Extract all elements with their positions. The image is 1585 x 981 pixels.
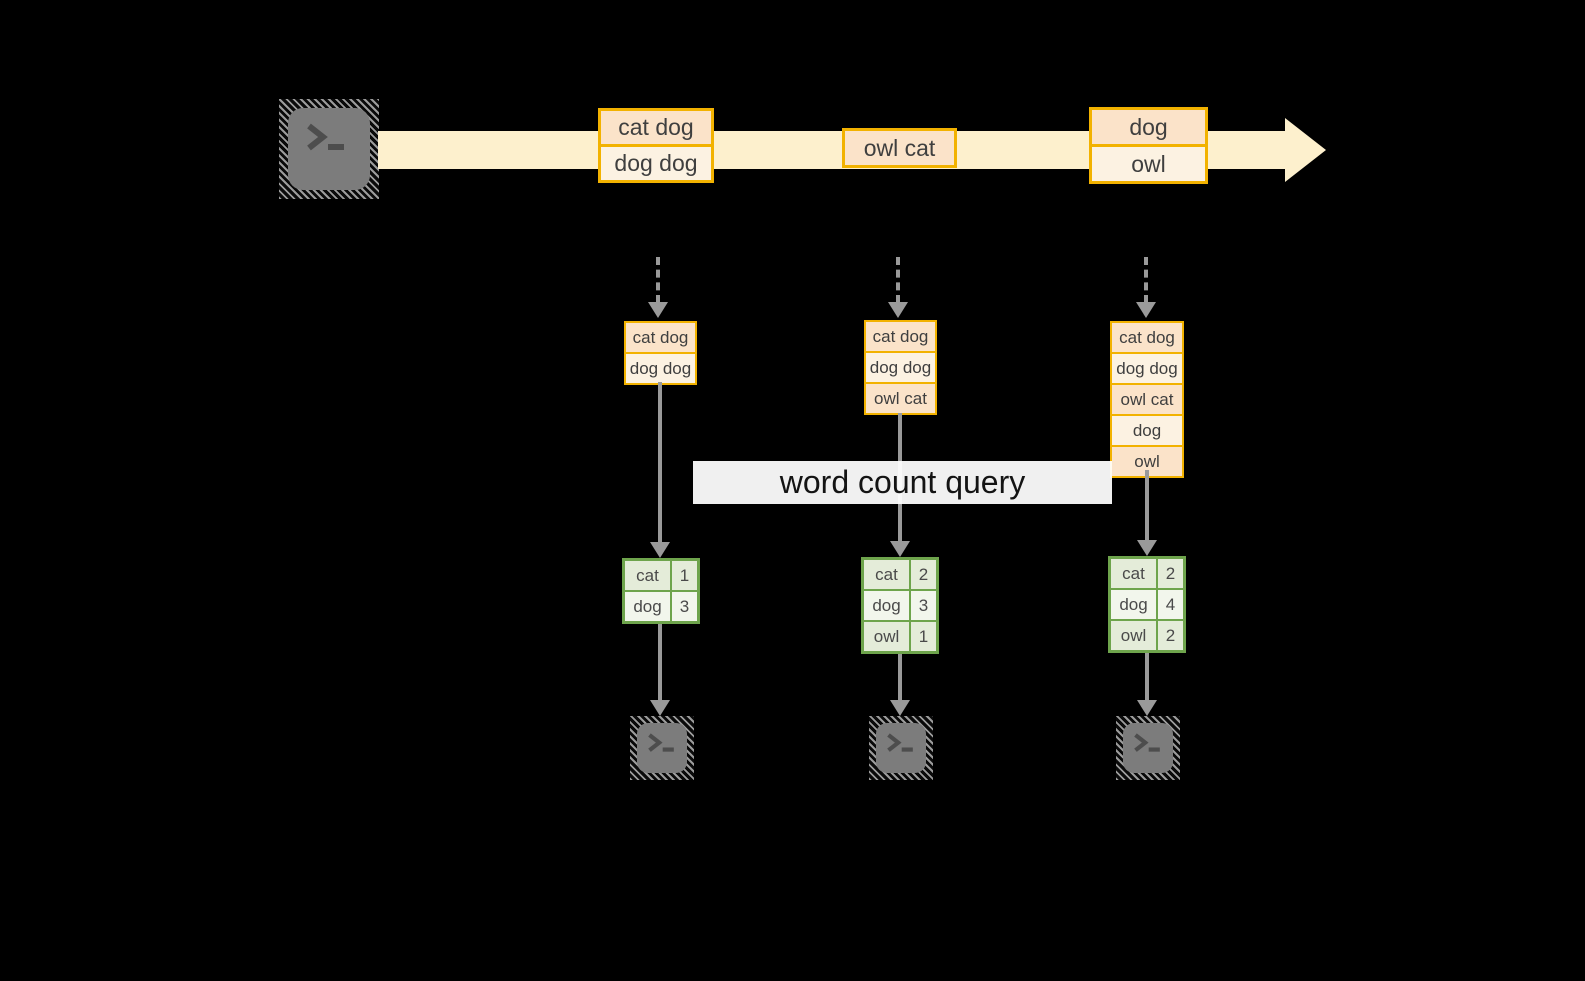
- process-arrowhead-icon: [650, 542, 670, 558]
- stream-event: owl cat: [842, 128, 957, 168]
- stream-record: owl cat: [842, 128, 957, 168]
- table-count-cell: 1: [672, 561, 697, 590]
- buffer-record: cat dog: [1110, 321, 1184, 354]
- table-count-cell: 2: [1158, 621, 1183, 650]
- word-count-query-banner: word count query: [693, 461, 1112, 504]
- terminal-prompt-icon: [637, 723, 687, 773]
- output-arrow: [898, 654, 902, 700]
- buffer-record: dog dog: [864, 351, 937, 384]
- record-buffer: cat dog dog dog owl cat: [864, 320, 937, 415]
- process-arrowhead-icon: [1137, 540, 1157, 556]
- record-buffer: cat dog dog dog owl cat dog owl: [1110, 321, 1184, 478]
- stream-arrowhead-icon: [1285, 118, 1326, 182]
- table-word-cell: cat: [1111, 559, 1156, 588]
- table-count-cell: 3: [672, 592, 697, 621]
- table-word-cell: dog: [864, 591, 909, 620]
- stream-record: cat dog: [598, 108, 714, 147]
- terminal-icon: [630, 716, 694, 780]
- terminal-prompt-icon: [1123, 723, 1173, 773]
- ingest-arrowhead-icon: [1136, 302, 1156, 318]
- count-table: cat 1 dog 3: [622, 558, 700, 624]
- stream-event: dog owl: [1089, 107, 1208, 184]
- table-word-cell: owl: [1111, 621, 1156, 650]
- output-arrowhead-icon: [890, 700, 910, 716]
- table-count-cell: 2: [911, 560, 936, 589]
- output-arrow: [1145, 653, 1149, 700]
- table-word-cell: dog: [1111, 590, 1156, 619]
- stream-record: dog: [1089, 107, 1208, 147]
- query-banner-label: word count query: [779, 464, 1026, 500]
- terminal-icon: [869, 716, 933, 780]
- count-table: cat 2 dog 3 owl 1: [861, 557, 939, 654]
- table-count-cell: 3: [911, 591, 936, 620]
- table-word-cell: cat: [625, 561, 670, 590]
- buffer-record: owl cat: [864, 382, 937, 415]
- table-count-cell: 4: [1158, 590, 1183, 619]
- terminal-icon: [1116, 716, 1180, 780]
- process-arrow: [658, 382, 662, 542]
- terminal-prompt-icon: [288, 108, 370, 190]
- table-word-cell: dog: [625, 592, 670, 621]
- output-arrowhead-icon: [1137, 700, 1157, 716]
- table-word-cell: owl: [864, 622, 909, 651]
- buffer-record: owl cat: [1110, 383, 1184, 416]
- count-table: cat 2 dog 4 owl 2: [1108, 556, 1186, 653]
- record-buffer: cat dog dog dog: [624, 321, 697, 385]
- ingest-arrow: [656, 257, 660, 303]
- buffer-record: cat dog: [624, 321, 697, 354]
- output-arrow: [658, 624, 662, 700]
- ingest-arrow: [896, 257, 900, 303]
- stream-record: owl: [1089, 144, 1208, 184]
- table-word-cell: cat: [864, 560, 909, 589]
- stream-record: dog dog: [598, 144, 714, 183]
- buffer-record: dog dog: [624, 352, 697, 385]
- buffer-record: cat dog: [864, 320, 937, 353]
- ingest-arrow: [1144, 257, 1148, 303]
- output-arrowhead-icon: [650, 700, 670, 716]
- process-arrow: [1145, 470, 1149, 541]
- process-arrowhead-icon: [890, 541, 910, 557]
- ingest-arrowhead-icon: [648, 302, 668, 318]
- ingest-arrowhead-icon: [888, 302, 908, 318]
- table-count-cell: 2: [1158, 559, 1183, 588]
- buffer-record: dog: [1110, 414, 1184, 447]
- terminal-icon: [279, 99, 379, 199]
- stream-event: cat dog dog dog: [598, 108, 714, 183]
- terminal-prompt-icon: [876, 723, 926, 773]
- table-count-cell: 1: [911, 622, 936, 651]
- buffer-record: dog dog: [1110, 352, 1184, 385]
